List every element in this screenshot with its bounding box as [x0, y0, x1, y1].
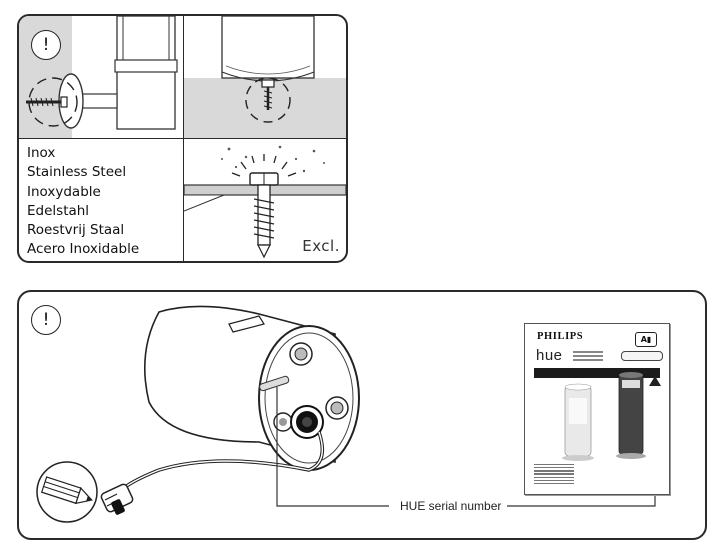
user-manual-booklet: PHILIPS hue A▮ [524, 323, 670, 495]
warning-symbol: ! [42, 35, 50, 55]
wall-mount-illustration: ! [19, 16, 184, 139]
warning-symbol: ! [42, 310, 50, 330]
material-item: Inoxydable [27, 183, 101, 200]
serial-code-icon: A▮ [635, 332, 657, 347]
material-list-cell: Inox Stainless Steel Inoxydable Edelstah… [19, 139, 184, 261]
manual-language-lines [534, 462, 574, 486]
warning-icon: ! [31, 30, 61, 60]
serial-number-sticker [621, 351, 663, 361]
material-list: Inox Stainless Steel Inoxydable Edelstah… [27, 144, 139, 260]
mounting-screw-panel: ! Inox Stainless Stee [17, 14, 348, 263]
product-logo: hue [536, 347, 563, 364]
hue-serial-number-label: HUE serial number [396, 499, 506, 513]
material-item: Edelstahl [27, 202, 90, 219]
pencil-icon [36, 461, 98, 523]
material-item: Inox [27, 145, 56, 161]
product-subtitle-lines [573, 349, 603, 363]
screw-icon [184, 145, 346, 259]
booklet-lamp-images [562, 372, 661, 461]
serial-number-panel: ! HUE serial number PHILIPS hue A▮ [17, 290, 707, 540]
material-item: Roestvrij Staal [27, 222, 125, 239]
excluded-label: Excl. [302, 237, 340, 255]
material-item: Stainless Steel [27, 164, 127, 181]
warning-icon: ! [31, 305, 61, 335]
product-band [534, 368, 660, 378]
brand-logo: PHILIPS [537, 331, 584, 342]
lamp-base-drawing [184, 16, 346, 138]
material-item: Acero Inoxidable [27, 241, 140, 258]
lamp-base-illustration [184, 16, 346, 139]
screw-detail-cell: Excl. [184, 139, 346, 261]
connector-icon [100, 483, 134, 515]
lamp-underside-drawing [100, 305, 661, 515]
